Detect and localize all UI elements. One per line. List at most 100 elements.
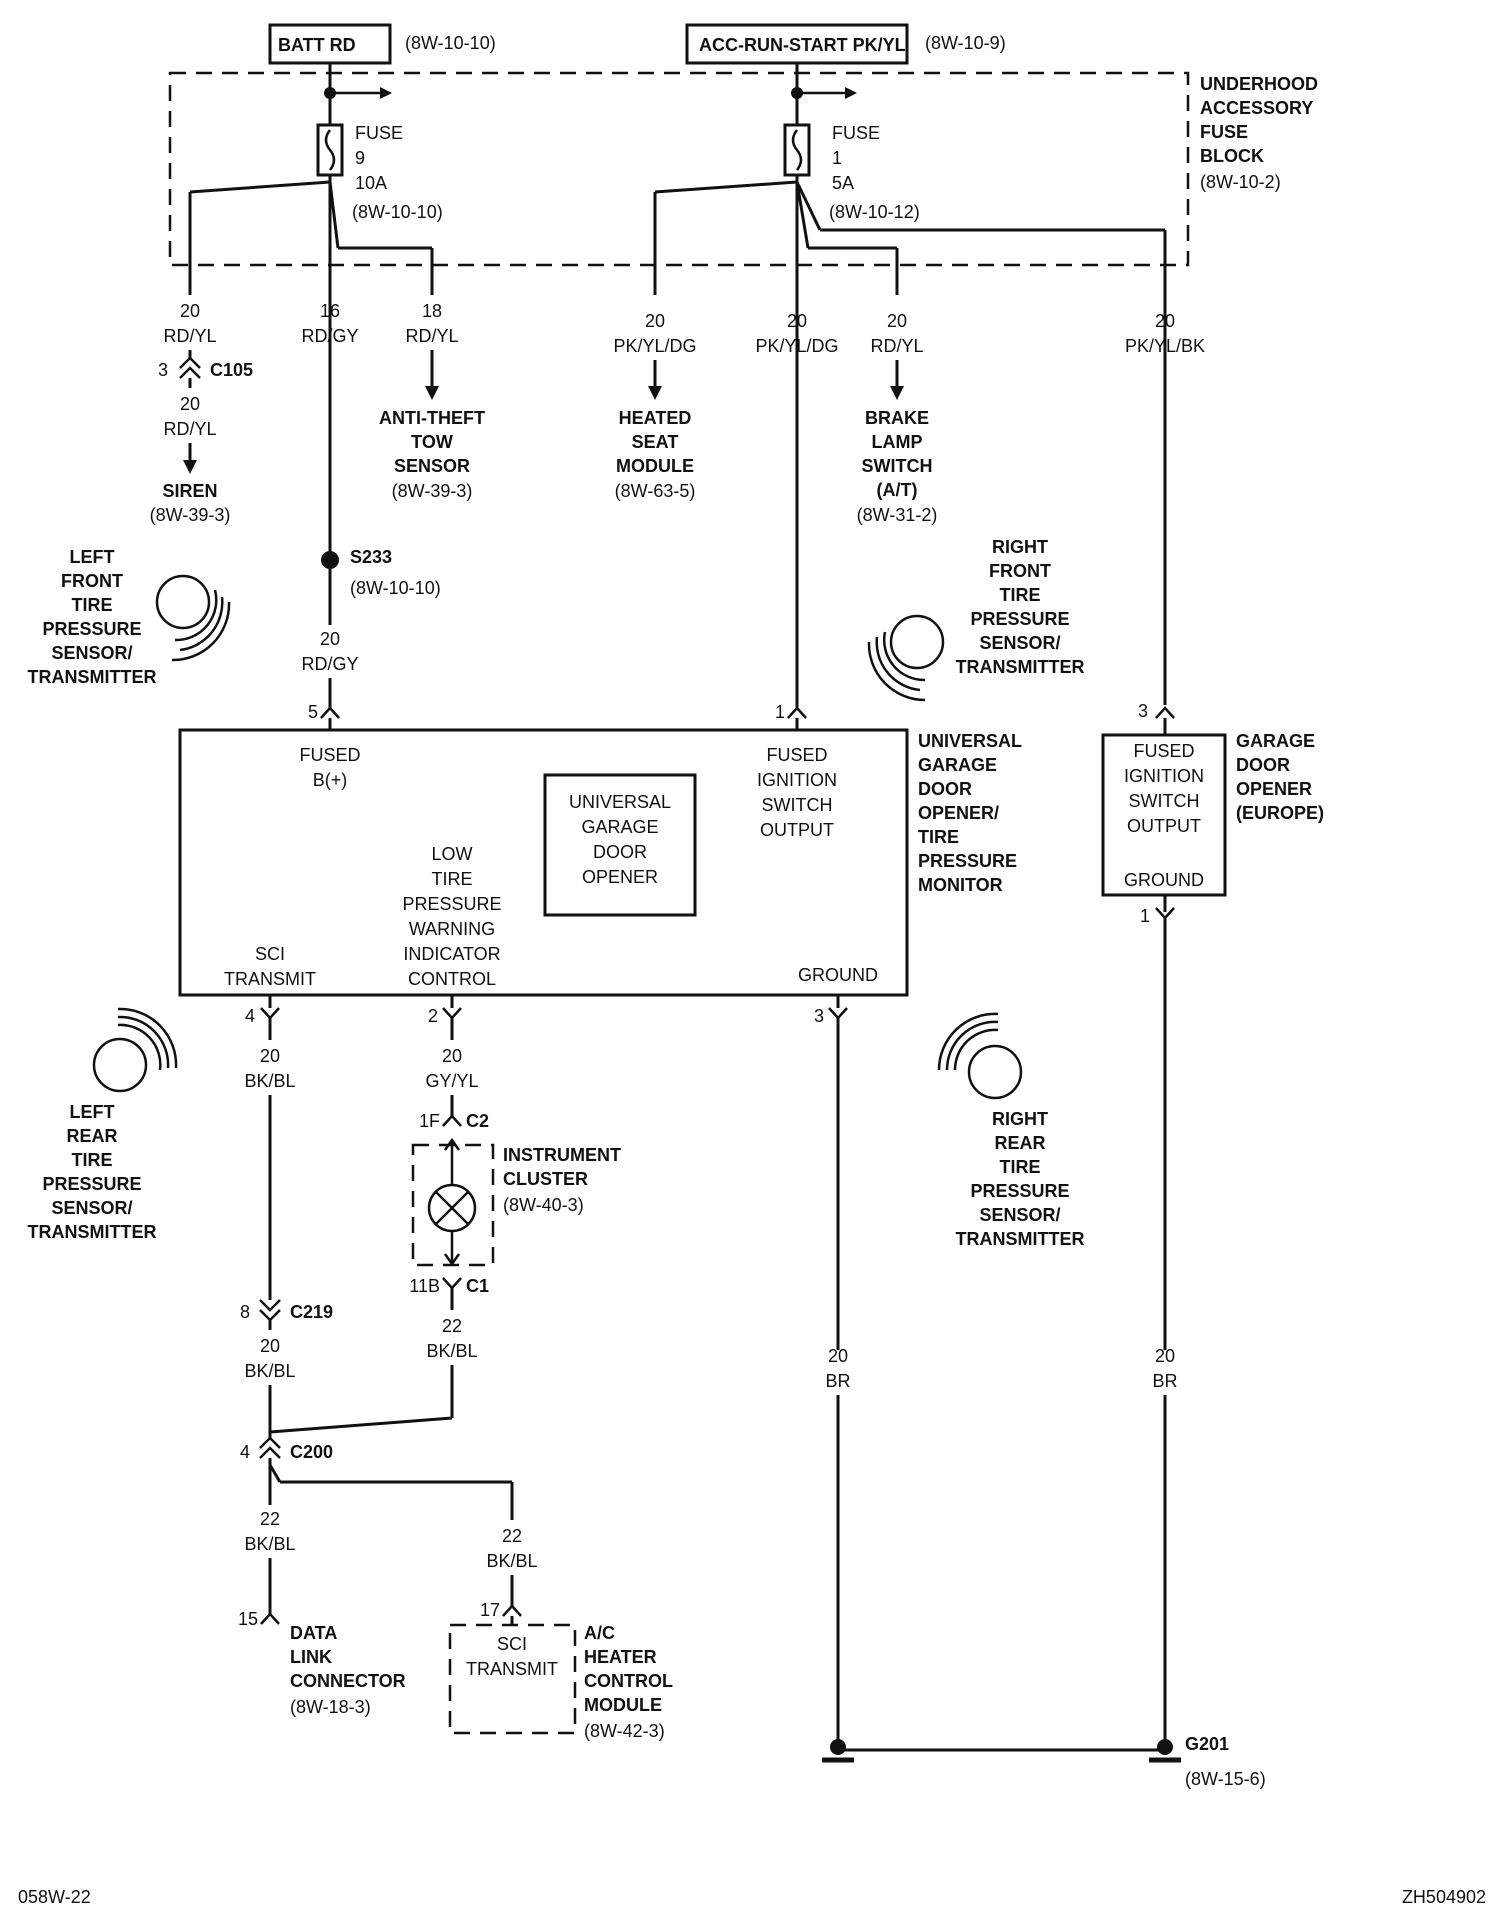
module-title-6: MONITOR — [918, 875, 1003, 895]
wire-pkyldg1-gauge: 20 — [645, 311, 665, 331]
rf-line-4: SENSOR/ — [979, 633, 1060, 653]
hvac-line-1: HEATER — [584, 1647, 657, 1667]
wire-bkbl-c1-color: BK/BL — [426, 1341, 477, 1361]
fuse9-line-2: 10A — [355, 173, 387, 193]
c1-name: C1 — [466, 1276, 489, 1296]
dlc-line-2: CONNECTOR — [290, 1671, 406, 1691]
module-pin5-terminal — [320, 706, 340, 719]
wire-rdgy-gauge: 16 — [320, 301, 340, 321]
left-front-sensor-wave-1 — [174, 589, 218, 642]
g201-ref: (8W-15-6) — [1185, 1769, 1266, 1789]
c200-pin: 4 — [240, 1442, 250, 1462]
module-pin4: 4 — [245, 1006, 255, 1026]
wire-pkyldg2-color: PK/YL/DG — [755, 336, 838, 356]
dlc-line-1: LINK — [290, 1647, 332, 1667]
wire-bkbl-c219-color: BK/BL — [244, 1361, 295, 1381]
wire-rdyl-top-gauge: 20 — [180, 301, 200, 321]
lr-line-2: TIRE — [71, 1150, 112, 1170]
fuse1-line-0: FUSE — [832, 123, 880, 143]
dlc-pin-terminal — [260, 1612, 280, 1625]
lf-line-2: TIRE — [71, 595, 112, 615]
rr-line-4: SENSOR/ — [979, 1205, 1060, 1225]
rf-line-2: TIRE — [999, 585, 1040, 605]
cluster-bottom-wire — [443, 1231, 461, 1267]
module-fused-ign-0: FUSED — [766, 745, 827, 765]
right-rear-sensor-icon — [967, 1044, 1023, 1100]
brake-ref: (8W-31-2) — [857, 505, 938, 525]
lr-line-5: TRANSMITTER — [28, 1222, 157, 1242]
c219-pin: 8 — [240, 1302, 250, 1322]
europe-ground: GROUND — [1124, 870, 1204, 890]
cluster-top-wire — [443, 1137, 461, 1184]
lr-line-0: LEFT — [70, 1102, 115, 1122]
wire-bkbl-hvac-color: BK/BL — [486, 1551, 537, 1571]
module-sci-0: SCI — [255, 944, 285, 964]
underhood-fuse-block — [168, 71, 1190, 267]
brake-arrow — [890, 386, 904, 400]
acc-run-start-label: ACC-RUN-START PK/YL — [699, 35, 906, 55]
brake-line-2: SWITCH — [862, 456, 933, 476]
module-fused-b-0: FUSED — [299, 745, 360, 765]
fuse9-element — [324, 129, 336, 171]
c200-name: C200 — [290, 1442, 333, 1462]
wire-rdyl18-gauge: 18 — [422, 301, 442, 321]
left-rear-sensor-icon — [92, 1037, 148, 1093]
europe-pin3: 3 — [1138, 701, 1148, 721]
fuse9-feed-arrow — [380, 87, 392, 99]
heated-seat-line-1: SEAT — [632, 432, 679, 452]
fuse-block-title-3: BLOCK — [1200, 146, 1264, 166]
hvac-inner-0: SCI — [497, 1634, 527, 1654]
ground-dot-left — [830, 1739, 846, 1755]
left-front-sensor-wave-2 — [179, 596, 224, 652]
universal-garage-door-opener-inner — [543, 773, 697, 917]
module-pin1: 1 — [775, 702, 785, 722]
hvac-inner-1: TRANSMIT — [466, 1659, 558, 1679]
c200-connector-symbol — [259, 1436, 281, 1459]
lf-line-3: PRESSURE — [42, 619, 141, 639]
lf-line-5: TRANSMITTER — [28, 667, 157, 687]
c1-pin: 11B — [409, 1276, 440, 1296]
lf-line-0: LEFT — [70, 547, 115, 567]
rr-line-1: REAR — [994, 1133, 1045, 1153]
europe-inner-1: IGNITION — [1124, 766, 1204, 786]
cluster-ref: (8W-40-3) — [503, 1195, 584, 1215]
module-low-tire-3: WARNING — [409, 919, 495, 939]
hvac-line-2: CONTROL — [584, 1671, 673, 1691]
wire-bkbl-c1-gauge: 22 — [442, 1316, 462, 1336]
wire-pkyldg1-color: PK/YL/DG — [613, 336, 696, 356]
lf-line-4: SENSOR/ — [51, 643, 132, 663]
fuse-block-ref: (8W-10-2) — [1200, 172, 1281, 192]
dlc-pin: 15 — [238, 1609, 258, 1629]
module-fused-ign-2: SWITCH — [762, 795, 833, 815]
fuse9-line-0: FUSE — [355, 123, 403, 143]
heated-seat-arrow — [648, 386, 662, 400]
module-pin2-terminal — [442, 1007, 462, 1020]
module-pin3: 3 — [814, 1006, 824, 1026]
left-rear-sensor-wave-3 — [117, 1007, 178, 1069]
wire-rdgy2-gauge: 20 — [320, 629, 340, 649]
siren-ref: (8W-39-3) — [150, 505, 231, 525]
europe-title-2: OPENER — [1236, 779, 1312, 799]
module-inner-1: GARAGE — [581, 817, 658, 837]
module-ground: GROUND — [798, 965, 878, 985]
module-title-5: PRESSURE — [918, 851, 1017, 871]
wire-rdyl18-color: RD/YL — [405, 326, 458, 346]
siren-arrow — [183, 460, 197, 474]
heated-seat-line-2: MODULE — [616, 456, 694, 476]
module-low-tire-1: TIRE — [431, 869, 472, 889]
module-low-tire-2: PRESSURE — [402, 894, 501, 914]
module-inner-3: OPENER — [582, 867, 658, 887]
wire-bkbl-sci-color: BK/BL — [244, 1071, 295, 1091]
c2-terminal — [442, 1114, 462, 1127]
g201-ground-dot — [1157, 1739, 1173, 1755]
fuse1-element — [791, 129, 803, 171]
hvac-pin: 17 — [480, 1600, 500, 1620]
brake-line-0: BRAKE — [865, 408, 929, 428]
fuse9-ref: (8W-10-10) — [352, 202, 443, 222]
europe-pin1: 1 — [1140, 906, 1150, 926]
europe-inner-2: SWITCH — [1129, 791, 1200, 811]
right-front-sensor-wave-1 — [882, 631, 926, 682]
lr-line-4: SENSOR/ — [51, 1198, 132, 1218]
rf-line-0: RIGHT — [992, 537, 1048, 557]
left-rear-sensor-wave-2 — [117, 1015, 170, 1069]
